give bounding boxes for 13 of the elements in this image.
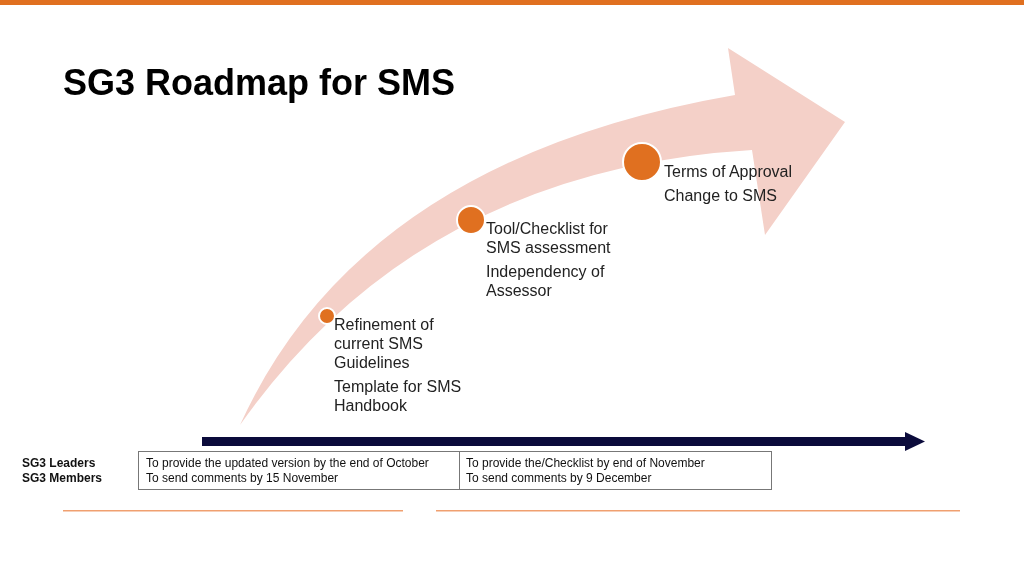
cell-text: To send comments by 9 December [466,471,652,486]
milestone-text: Refinement of current SMS Guidelines [334,315,435,372]
slide-title: SG3 Roadmap for SMS [63,62,456,104]
row-heading: SG3 Members [22,471,103,486]
milestone-text: Independency of Assessor [486,262,606,300]
cell-text: To provide the/Checklist by end of November [466,456,705,471]
milestone-text: Template for SMS Handbook [334,377,463,415]
milestone-text: Change to SMS [664,186,778,205]
cell-text: To provide the updated version by the end of October [146,456,429,471]
milestone-text: Tool/Checklist for SMS assessment [486,219,612,257]
cell-text: To send comments by 15 November [146,471,339,486]
milestone-text: Terms of Approval [664,162,794,181]
row-heading: SG3 Leaders [22,456,96,471]
